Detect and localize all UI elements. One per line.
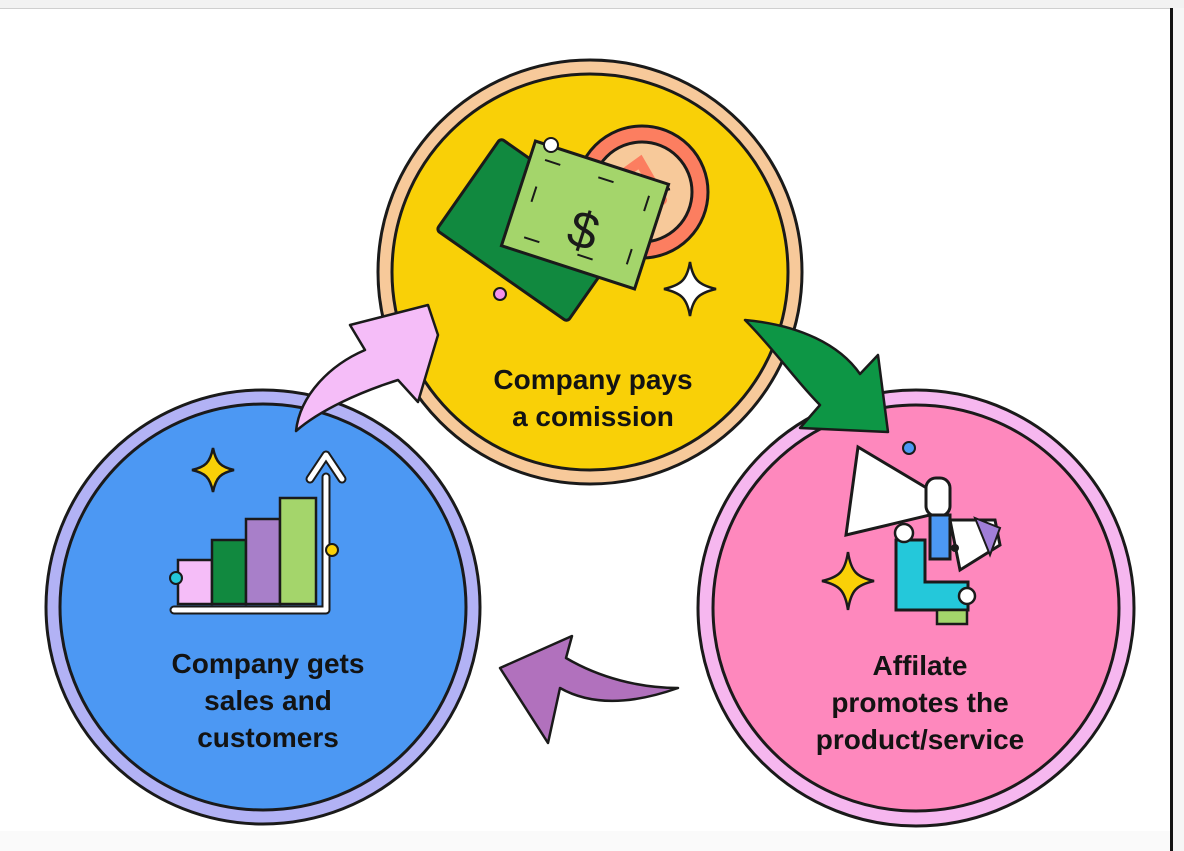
arrow-sales-to-commission [294, 303, 440, 433]
step-label-sales: Company gets sales and customers [171, 648, 365, 753]
money-and-coin-icon: $ [436, 124, 717, 322]
top-border [0, 0, 1184, 9]
right-border [1170, 8, 1184, 851]
megaphone-person-icon [821, 441, 1002, 626]
step-label-promotion: Affilate promotes the product/service [815, 650, 1025, 755]
arrow-promotion-to-sales [498, 634, 680, 745]
growth-bar-chart-icon [169, 447, 347, 615]
bottom-strip [0, 831, 1170, 851]
arrow-commission-to-promotion [743, 318, 890, 434]
step-label-commission: Company pays a comission [493, 364, 693, 432]
